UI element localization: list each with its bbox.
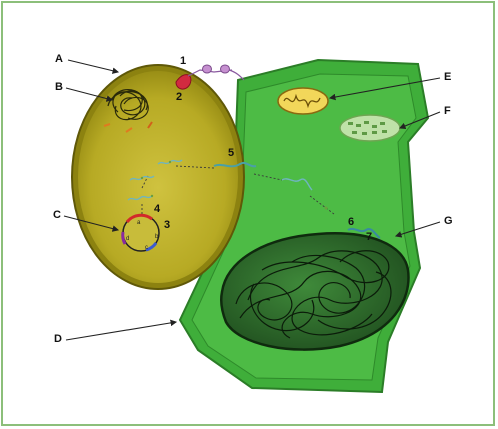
label-b: B <box>55 81 63 93</box>
label-e: E <box>444 71 451 83</box>
label-d: D <box>54 333 62 345</box>
step-5: 5 <box>228 147 234 159</box>
step-1: 1 <box>180 55 186 67</box>
plasmid-letter-d: d <box>126 236 129 242</box>
label-c: C <box>53 209 61 221</box>
step-3: 3 <box>164 219 170 231</box>
label-g: G <box>444 215 453 227</box>
step-6: 6 <box>348 216 354 228</box>
chloroplast <box>340 115 400 141</box>
label-a: A <box>55 53 63 65</box>
label-f: F <box>444 105 451 117</box>
agrobacterium-cell <box>72 65 244 289</box>
mitochondrion <box>278 88 328 114</box>
step-2: 2 <box>176 91 182 103</box>
ti-plasmid <box>123 215 159 251</box>
plasmid-letter-c: c <box>145 245 148 251</box>
step-4: 4 <box>154 203 161 215</box>
step-7: 7 <box>366 231 372 243</box>
